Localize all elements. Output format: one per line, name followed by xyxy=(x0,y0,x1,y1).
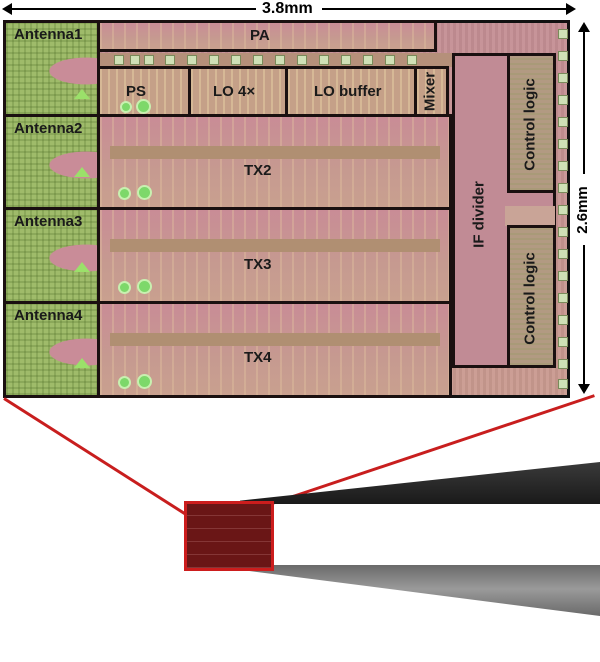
antenna-feed-icon xyxy=(74,89,90,99)
pa-block: PA xyxy=(97,20,437,52)
tx3-label: TX3 xyxy=(244,256,272,273)
tx3-block: TX3 xyxy=(97,207,452,304)
antenna-label: Antenna1 xyxy=(14,26,83,43)
height-arrow-bottom-line xyxy=(583,245,585,385)
tx2-block: TX2 xyxy=(97,114,452,210)
width-label: 3.8mm xyxy=(262,0,313,17)
antenna-label: Antenna4 xyxy=(14,307,83,324)
tx-pad-strip xyxy=(110,333,440,346)
ps-label: PS xyxy=(126,83,147,100)
control-logic-block-1: Control logic xyxy=(507,53,556,193)
arrow-left-icon xyxy=(2,3,12,15)
via-circle-icon xyxy=(137,185,152,200)
lo-buffer-label: LO buffer xyxy=(314,83,382,100)
via-circle-icon xyxy=(118,376,131,389)
arrow-up-icon xyxy=(578,22,590,32)
tx1-pad-strip xyxy=(100,53,454,67)
height-arrow-top-line xyxy=(583,32,585,174)
antenna-block-2: Antenna2 xyxy=(3,114,100,210)
tx-pad-strip xyxy=(110,146,440,159)
tweezer-upper-tip xyxy=(240,462,600,504)
ps-block: PS xyxy=(97,66,191,118)
lo4x-label: LO 4× xyxy=(213,83,256,100)
antenna-feed-icon xyxy=(74,262,90,272)
width-arrow-left-line xyxy=(8,8,256,10)
via-circle-icon xyxy=(136,99,151,114)
mixer-block: Mixer xyxy=(414,66,449,118)
antenna-label: Antenna2 xyxy=(14,120,83,137)
antenna-block-1: Antenna1 xyxy=(3,20,100,117)
antenna-block-3: Antenna3 xyxy=(3,207,100,304)
arrow-right-icon xyxy=(566,3,576,15)
chip-die: Antenna1 Antenna2 Antenna3 Antenna4 PA P… xyxy=(3,20,570,398)
tx2-label: TX2 xyxy=(244,162,272,179)
antenna-feed-icon xyxy=(74,167,90,177)
antenna-feed-icon xyxy=(74,358,90,368)
lo4x-block: LO 4× xyxy=(188,66,288,118)
tx-pad-strip xyxy=(110,239,440,252)
tx4-label: TX4 xyxy=(244,349,272,366)
arrow-down-icon xyxy=(578,384,590,394)
antenna-block-4: Antenna4 xyxy=(3,301,100,398)
antenna-label: Antenna3 xyxy=(14,213,83,230)
actual-size-chip xyxy=(184,501,274,571)
via-circle-icon xyxy=(118,281,131,294)
height-label: 2.6mm xyxy=(574,186,591,234)
if-trace xyxy=(505,206,555,226)
mixer-label: Mixer xyxy=(421,71,439,112)
control-logic-label: Control logic xyxy=(521,78,539,171)
via-circle-icon xyxy=(137,279,152,294)
pa-label: PA xyxy=(250,27,270,44)
width-arrow-right-line xyxy=(322,8,572,10)
via-circle-icon xyxy=(120,101,132,113)
bond-pad-column xyxy=(556,23,570,395)
tx4-block: TX4 xyxy=(97,301,452,398)
lo-buffer-block: LO buffer xyxy=(285,66,417,118)
tweezer-lower-tip xyxy=(240,565,600,616)
via-circle-icon xyxy=(137,374,152,389)
control-logic-label: Control logic xyxy=(521,252,539,345)
if-divider-label: IF divider xyxy=(470,181,488,248)
zoom-line-left xyxy=(3,397,193,520)
control-logic-block-2: Control logic xyxy=(507,225,556,368)
via-circle-icon xyxy=(118,187,131,200)
